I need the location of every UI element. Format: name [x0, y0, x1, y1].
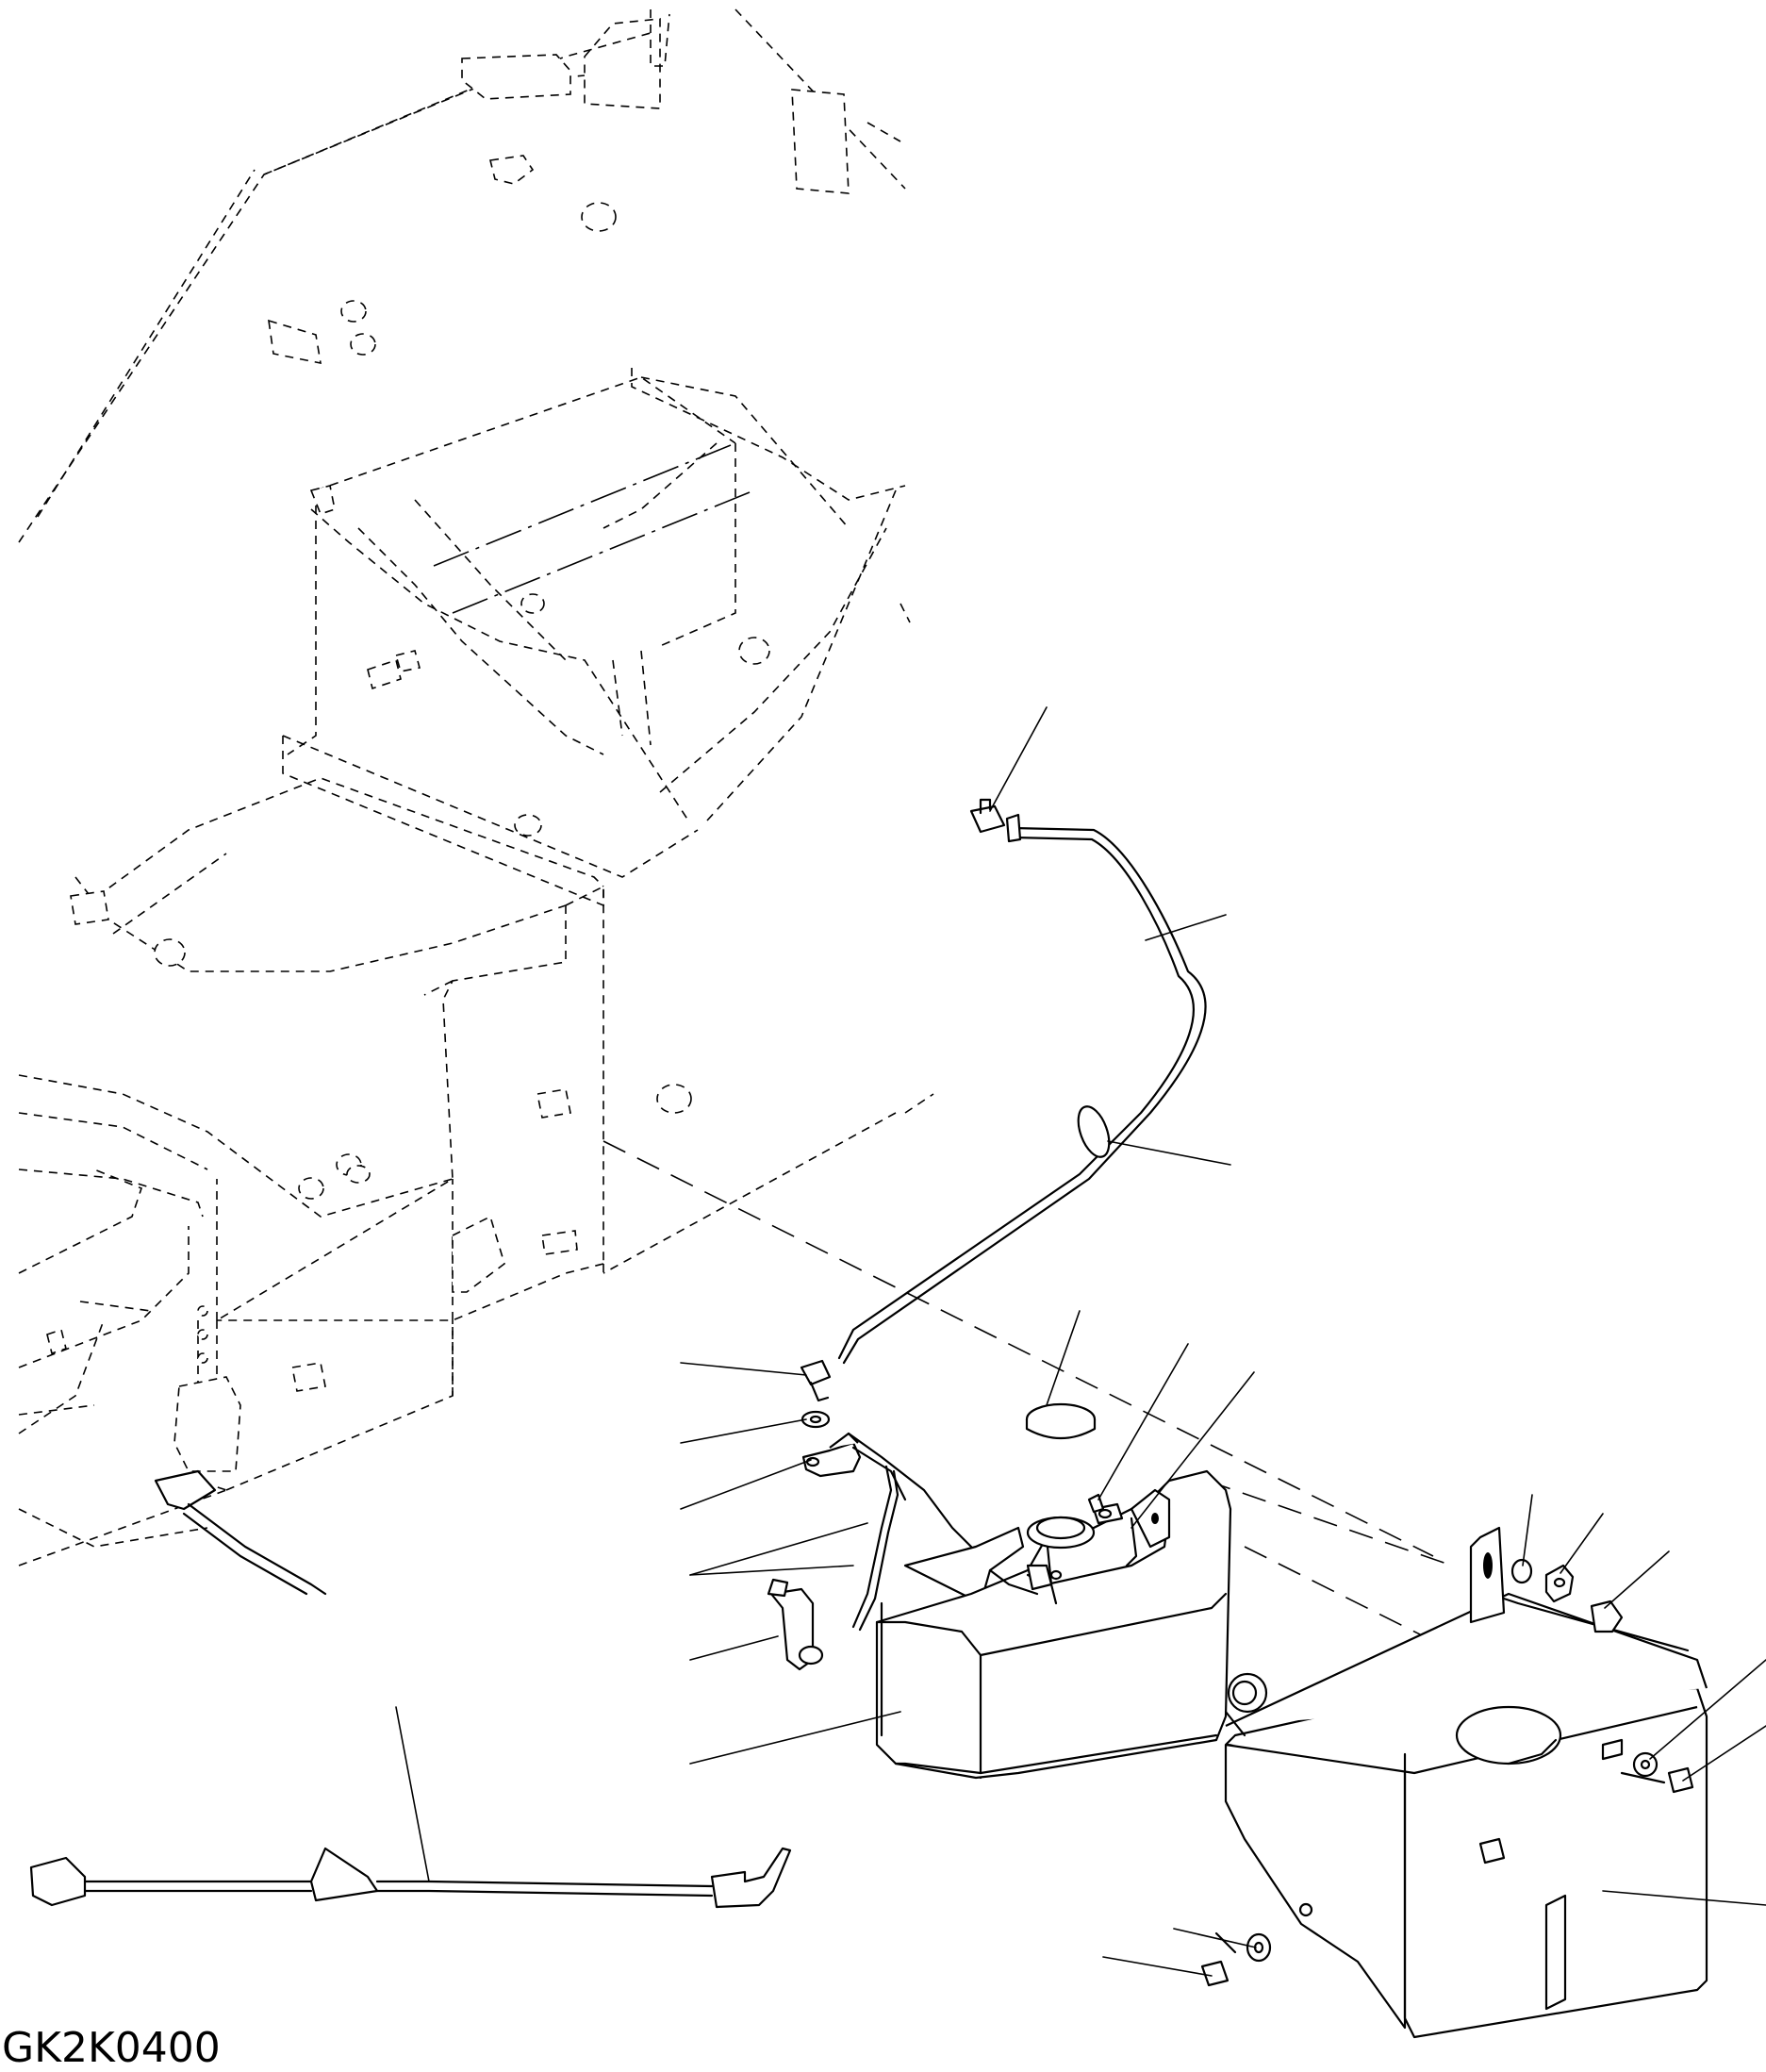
cover-hardware: [1200, 1558, 1694, 1987]
hose-clamp-ring: [1077, 1105, 1111, 1158]
callout-leaders: [395, 706, 1766, 1977]
wire-harness: [29, 1469, 792, 1909]
drawing-number: GK2K0400: [2, 2024, 221, 2072]
machine-frame-outline: [18, 8, 934, 1566]
tank-cover: [1214, 1526, 1708, 2039]
tank-cap: [1025, 1402, 1097, 1439]
washer-tank: [875, 1469, 1232, 1780]
washer-hose: [837, 798, 1207, 1365]
